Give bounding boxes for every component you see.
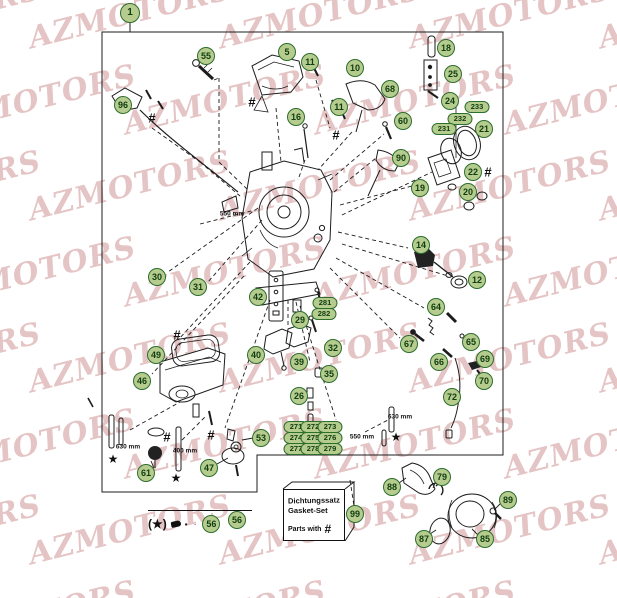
callout-40[interactable]: 40 bbox=[247, 346, 265, 364]
bowl-gasket-part bbox=[171, 334, 221, 367]
callout-69[interactable]: 69 bbox=[476, 350, 494, 368]
callout-35[interactable]: 35 bbox=[320, 365, 338, 383]
hash-mark: # bbox=[173, 327, 181, 343]
callout-11[interactable]: 11 bbox=[330, 98, 348, 116]
callout-20[interactable]: 20 bbox=[459, 183, 477, 201]
callout-279[interactable]: 279 bbox=[317, 443, 343, 455]
callout-64[interactable]: 64 bbox=[427, 298, 445, 316]
callout-88[interactable]: 88 bbox=[383, 478, 401, 496]
vent-parts bbox=[367, 121, 400, 197]
float-bowl-part bbox=[159, 347, 226, 426]
legend-dots: • · bbox=[184, 519, 199, 529]
callout-233[interactable]: 233 bbox=[464, 101, 490, 113]
callout-32[interactable]: 32 bbox=[324, 339, 342, 357]
callout-231[interactable]: 231 bbox=[431, 123, 457, 135]
gasket-box-3d bbox=[282, 481, 356, 542]
callout-30[interactable]: 30 bbox=[148, 268, 166, 286]
bowl-small-parts bbox=[87, 397, 245, 477]
callout-21[interactable]: 21 bbox=[475, 120, 493, 138]
callout-11[interactable]: 11 bbox=[301, 53, 319, 71]
callout-87[interactable]: 87 bbox=[415, 530, 433, 548]
sensor-parts bbox=[427, 149, 475, 211]
callout-90[interactable]: 90 bbox=[392, 149, 410, 167]
callout-12[interactable]: 12 bbox=[468, 271, 486, 289]
star-mark: ★ bbox=[107, 452, 119, 466]
callout-85[interactable]: 85 bbox=[476, 530, 494, 548]
callout-22[interactable]: 22 bbox=[464, 163, 482, 181]
callout-282[interactable]: 282 bbox=[311, 308, 337, 320]
throttle-cable-part bbox=[111, 87, 239, 193]
callout-55[interactable]: 55 bbox=[197, 47, 215, 65]
gasket-legend-text: Parts with bbox=[288, 525, 322, 533]
callout-42[interactable]: 42 bbox=[249, 288, 267, 306]
callout-60[interactable]: 60 bbox=[394, 112, 412, 130]
callout-232[interactable]: 232 bbox=[447, 113, 473, 125]
star-mark: ★ bbox=[170, 471, 182, 485]
callout-16[interactable]: 16 bbox=[287, 108, 305, 126]
callout-5[interactable]: 5 bbox=[278, 43, 296, 61]
gasket-legend-line1: Dichtungssatz bbox=[287, 495, 340, 506]
diagram-border bbox=[101, 31, 504, 493]
star-legend: (★) • · 56 bbox=[148, 510, 252, 533]
hash-symbol: # bbox=[324, 522, 332, 536]
hash-mark: # bbox=[148, 110, 156, 126]
callout-72[interactable]: 72 bbox=[443, 388, 461, 406]
callout-18[interactable]: 18 bbox=[437, 39, 455, 57]
jet-needle-part bbox=[302, 123, 309, 159]
measurement-label: 550 mm bbox=[349, 433, 375, 441]
callout-79[interactable]: 79 bbox=[433, 468, 451, 486]
measurement-label: 630 mm bbox=[387, 413, 413, 421]
callout-89[interactable]: 89 bbox=[499, 491, 517, 509]
callout-67[interactable]: 67 bbox=[400, 335, 418, 353]
measurement-label: 630 mm bbox=[115, 443, 141, 451]
clamp-icon bbox=[170, 520, 182, 528]
callout-26[interactable]: 26 bbox=[290, 387, 308, 405]
callout-96[interactable]: 96 bbox=[114, 96, 132, 114]
callout-53[interactable]: 53 bbox=[252, 429, 270, 447]
callout-66[interactable]: 66 bbox=[430, 353, 448, 371]
callout-10[interactable]: 10 bbox=[346, 59, 364, 77]
measurement-label: 550 mm bbox=[219, 210, 245, 218]
callout-99[interactable]: 99 bbox=[346, 505, 364, 523]
measurement-label: 400 mm bbox=[172, 447, 198, 455]
callout-31[interactable]: 31 bbox=[189, 278, 207, 296]
gasket-legend-line2: Gasket-Set bbox=[288, 506, 328, 515]
callout-1[interactable]: 1 bbox=[120, 3, 140, 23]
needle-set-parts bbox=[423, 35, 457, 158]
callout-47[interactable]: 47 bbox=[200, 459, 218, 477]
star-symbol: (★) bbox=[148, 517, 167, 531]
screw-cluster-parts bbox=[410, 311, 484, 379]
callout-65[interactable]: 65 bbox=[462, 333, 480, 351]
callout-39[interactable]: 39 bbox=[290, 353, 308, 371]
hash-mark: # bbox=[207, 427, 215, 443]
callout-14[interactable]: 14 bbox=[412, 236, 430, 254]
star-mark: ★ bbox=[390, 430, 402, 444]
callout-46[interactable]: 46 bbox=[133, 372, 151, 390]
callout-70[interactable]: 70 bbox=[475, 372, 493, 390]
callout-29[interactable]: 29 bbox=[291, 311, 309, 329]
callout-24[interactable]: 24 bbox=[441, 92, 459, 110]
callout-19[interactable]: 19 bbox=[411, 179, 429, 197]
hash-mark: # bbox=[163, 429, 171, 445]
hash-mark: # bbox=[248, 94, 256, 110]
callout-56-legend[interactable]: 56 bbox=[202, 515, 221, 533]
gasket-legend-line3: Parts with # bbox=[288, 522, 342, 536]
cover-gasket-parts bbox=[440, 125, 488, 201]
callout-25[interactable]: 25 bbox=[444, 65, 462, 83]
callout-276[interactable]: 276 bbox=[317, 432, 343, 444]
gasket-set-legend: Dichtungssatz Gasket-Set Parts with # bbox=[283, 489, 345, 541]
callout-68[interactable]: 68 bbox=[381, 80, 399, 98]
hash-mark: # bbox=[484, 164, 492, 180]
hash-mark: # bbox=[332, 127, 340, 143]
callout-49[interactable]: 49 bbox=[147, 346, 165, 364]
callout-61[interactable]: 61 bbox=[137, 464, 155, 482]
callout-56[interactable]: 56 bbox=[228, 511, 246, 529]
